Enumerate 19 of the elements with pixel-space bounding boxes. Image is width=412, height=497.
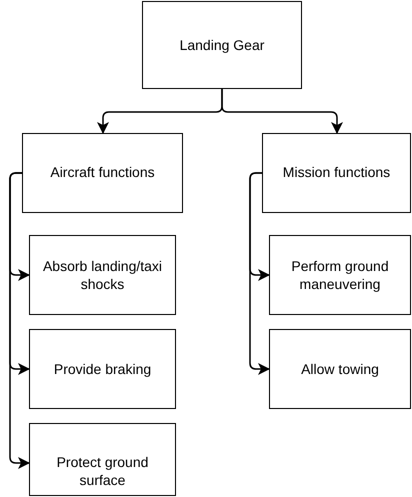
process-box bbox=[29, 235, 176, 315]
box-label: Aircraft functions bbox=[50, 163, 155, 181]
process-box bbox=[29, 423, 176, 496]
process-box bbox=[29, 329, 176, 409]
process-box bbox=[262, 133, 411, 213]
process-box bbox=[142, 1, 302, 89]
box-label: Landing Gear bbox=[180, 36, 264, 54]
box-label: Provide braking bbox=[54, 360, 152, 378]
process-box bbox=[269, 329, 411, 409]
box-label: Absorb landing/taxi shocks bbox=[42, 257, 164, 293]
arrow bbox=[249, 172, 270, 375]
box-label: Perform ground maneuvering bbox=[290, 257, 390, 293]
arrow bbox=[221, 89, 343, 134]
box-label: Mission functions bbox=[282, 163, 390, 181]
box-label: Allow towing bbox=[301, 360, 379, 378]
process-box bbox=[22, 133, 183, 213]
arrow bbox=[9, 172, 30, 469]
box-label: Protect ground surface bbox=[56, 453, 150, 489]
process-box bbox=[269, 235, 411, 315]
